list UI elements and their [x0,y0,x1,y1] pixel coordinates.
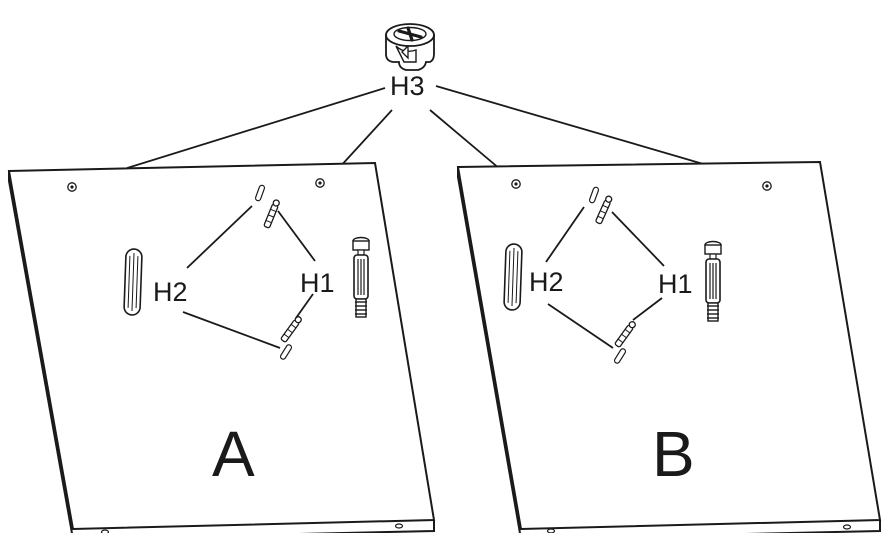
h3-label: H3 [390,71,425,101]
wood-dowel-icon [123,247,143,317]
panel-a-h2-label: H2 [153,277,188,307]
panel-a: H2 H1 A [7,161,436,533]
panel-a-letter: A [212,418,255,490]
cam-bolt-icon [352,236,370,318]
wood-dowel-icon [503,242,523,312]
panel-b-letter: B [652,418,695,490]
cam-bolt-icon [704,240,722,322]
panel-b-h2-label: H2 [529,267,564,297]
panel-b-h1-label: H1 [658,269,693,299]
panel-b: H2 H1 B [456,160,882,533]
panel-a-h1-label: H1 [300,268,335,298]
cam-lock-icon [385,23,435,71]
